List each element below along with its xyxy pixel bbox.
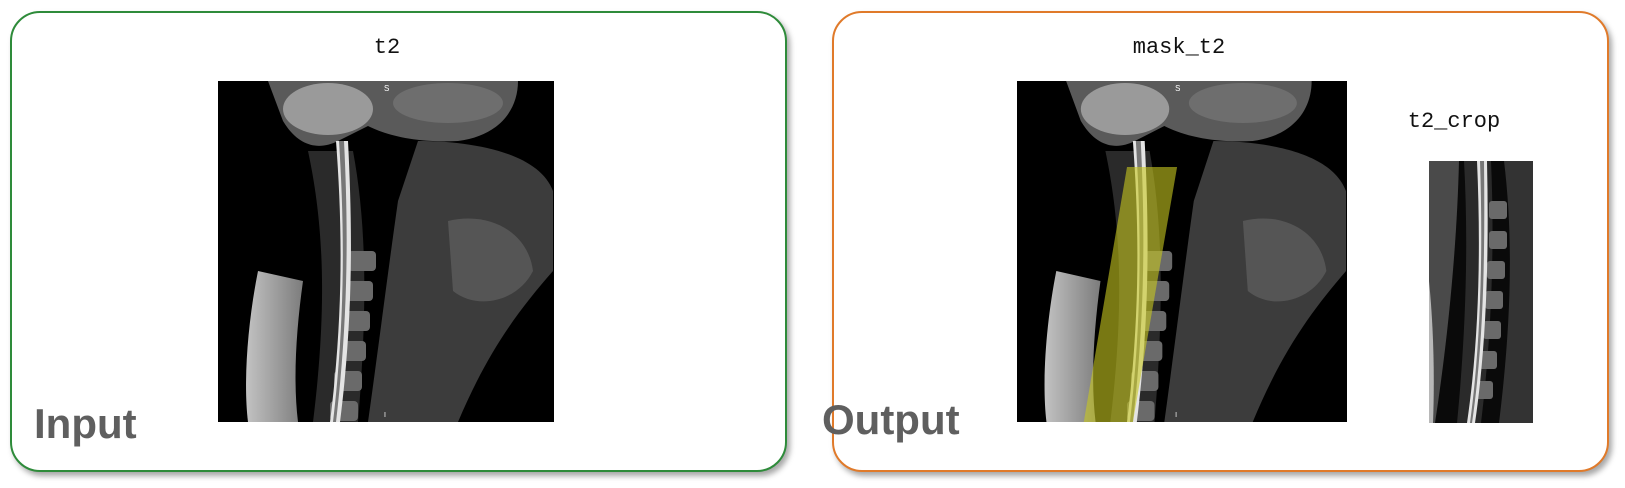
mask-t2-orientation-top: S (1175, 84, 1180, 93)
mask-t2-mri-graphic: S I (1017, 81, 1347, 422)
t2-crop-image-title: t2_crop (1407, 109, 1501, 134)
mask-t2-mri-image: S I (1017, 81, 1347, 422)
output-panel: mask_t2 (822, 11, 1609, 472)
mask-t2-image-title: mask_t2 (1132, 35, 1226, 60)
t2-crop-mri-graphic (1429, 161, 1533, 423)
mask-t2-orientation-bottom: I (1175, 412, 1177, 419)
t2-mri-image: S I (218, 81, 554, 422)
input-heading: Input (34, 400, 137, 447)
t2-orientation-top: S (384, 84, 389, 93)
t2-mri-graphic: S I (218, 81, 554, 422)
spinal-cord-mask-overlay (1083, 167, 1178, 422)
t2-image-title: t2 (373, 35, 401, 60)
t2-orientation-bottom: I (384, 412, 386, 419)
input-panel: t2 (10, 11, 787, 472)
output-heading: Output (822, 396, 960, 443)
t2-crop-mri-image (1429, 161, 1533, 423)
